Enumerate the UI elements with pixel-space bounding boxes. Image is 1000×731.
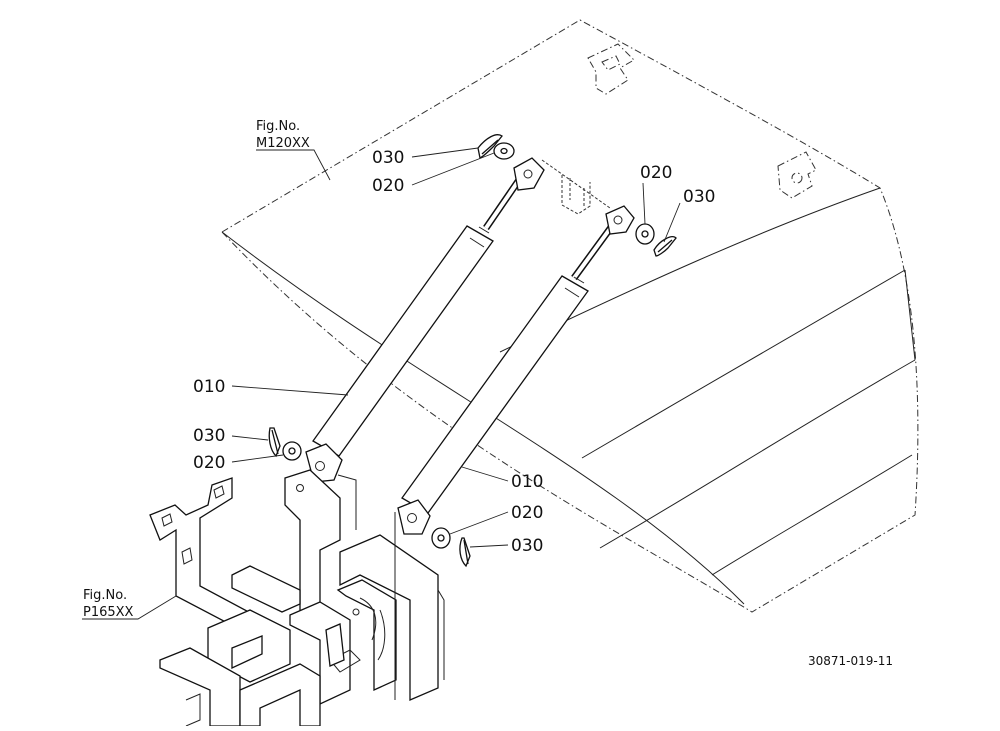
gas-strut-left bbox=[305, 157, 545, 483]
fig-ref-lower-prefix: Fig.No. bbox=[83, 588, 127, 603]
callout-020-top-left: 020 bbox=[372, 176, 404, 196]
callout-020-top-right: 020 bbox=[640, 163, 672, 183]
callout-030-lower-right: 030 bbox=[511, 536, 543, 556]
diagram-code: 30871-019-11 bbox=[808, 654, 893, 668]
callout-labels: 030 020 020 030 010 030 020 010 020 030 bbox=[193, 148, 715, 556]
fig-ref-upper[interactable]: Fig.No. M120XX bbox=[256, 119, 310, 151]
fig-ref-upper-prefix: Fig.No. bbox=[256, 119, 300, 134]
hood-latch-right bbox=[777, 151, 817, 199]
lower-frame bbox=[149, 469, 445, 727]
snap-pin-lower-right bbox=[459, 537, 471, 568]
leader-lines bbox=[82, 147, 681, 620]
washer-top-right bbox=[635, 223, 655, 245]
callout-020-lower-left: 020 bbox=[193, 453, 225, 473]
callout-020-lower-right: 020 bbox=[511, 503, 543, 523]
snap-pin-top-right bbox=[653, 236, 677, 257]
callout-030-top-left: 030 bbox=[372, 148, 404, 168]
fig-ref-upper-number: M120XX bbox=[256, 136, 310, 151]
hood-latch-upper bbox=[587, 43, 635, 95]
callout-030-top-right: 030 bbox=[683, 187, 715, 207]
callout-010-right: 010 bbox=[511, 472, 543, 492]
fig-ref-lower-number: P165XX bbox=[83, 605, 134, 620]
fig-ref-lower[interactable]: Fig.No. P165XX bbox=[83, 588, 134, 620]
snap-pin-lower-left bbox=[268, 427, 281, 458]
gas-strut-right bbox=[397, 205, 635, 535]
washer-lower-left bbox=[282, 441, 302, 461]
callout-010-left: 010 bbox=[193, 377, 225, 397]
washer-top-left bbox=[493, 142, 515, 160]
washer-lower-right bbox=[431, 527, 451, 549]
snap-pin-top-left bbox=[477, 134, 503, 159]
callout-030-lower-left: 030 bbox=[193, 426, 225, 446]
upper-mount-bracket bbox=[541, 159, 611, 215]
